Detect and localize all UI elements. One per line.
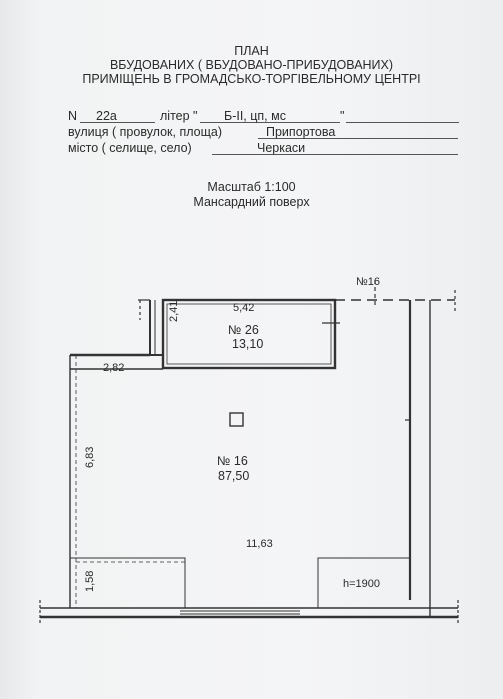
liter-underline: [200, 122, 340, 123]
number-underline: [80, 122, 155, 123]
room-26-inner: [166, 303, 332, 365]
city-value: Черкаси: [257, 141, 306, 155]
ceiling-height: h=1900: [343, 578, 381, 590]
room-26-walls: [161, 298, 337, 370]
number-value: 22а: [96, 109, 117, 123]
dim-11-63: 11,63: [246, 538, 273, 550]
street-label: вулиця ( провулок, площа): [68, 125, 223, 139]
title-line2: ВБУДОВАНИХ ( ВБУДОВАНО-ПРИБУДОВАНИХ): [109, 58, 394, 72]
dim-2-82: 2,82: [103, 362, 125, 374]
street-underline: [258, 138, 458, 139]
room-26-depth: 2,41: [168, 300, 180, 322]
number-label: N: [68, 109, 78, 123]
liter-tail-underline: [346, 122, 459, 123]
liter-close: ": [340, 109, 345, 123]
city-label: місто ( селище, село): [68, 141, 192, 155]
room-26-width: 5,42: [233, 302, 255, 314]
floor-label: Мансардний поверх: [193, 195, 310, 209]
city-underline: [212, 154, 458, 155]
title-line3: ПРИМІЩЕНЬ В ГРОМАДСЬКО-ТОРГІВЕЛЬНОМУ ЦЕН…: [82, 72, 421, 86]
column-symbol: [229, 412, 244, 427]
room-26-area: 13,10: [232, 337, 264, 351]
liter-value: Б-II, цп, мс: [224, 109, 286, 123]
dim-6-83: 6,83: [84, 446, 96, 468]
room-16-area: 87,50: [218, 469, 250, 483]
dim-1-58: 1,58: [84, 570, 96, 592]
street-value: Припортова: [266, 125, 336, 139]
liter-label: літер ": [160, 109, 198, 123]
room-26-number: № 26: [228, 323, 259, 337]
title-plan: ПЛАН: [234, 44, 269, 58]
neighbor-room-label: №16: [356, 276, 381, 288]
scale-label: Масштаб 1:100: [207, 180, 296, 194]
room-16-number: № 16: [217, 454, 248, 468]
